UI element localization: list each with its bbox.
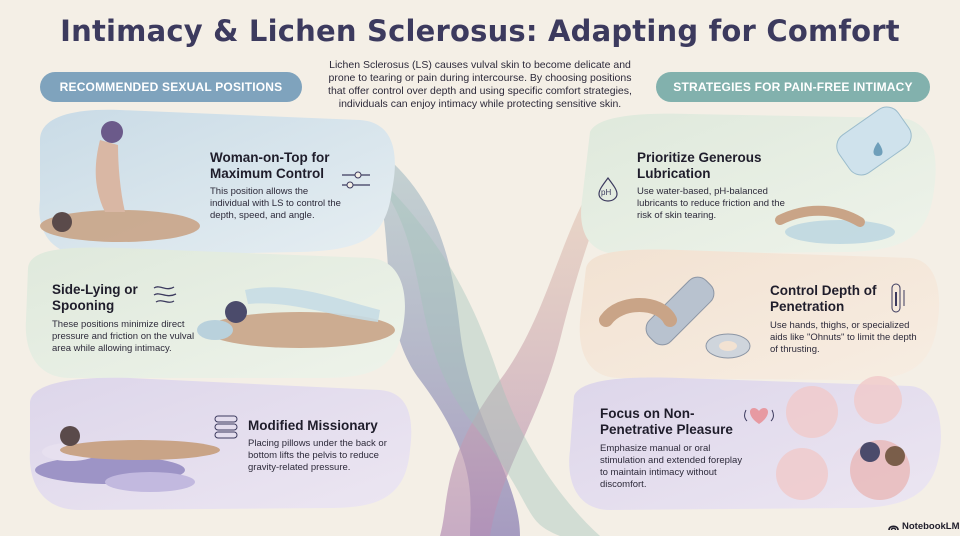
lubricant-bottle-illustration <box>775 106 912 244</box>
ph-label: pH <box>601 188 612 197</box>
heart-icon <box>744 408 774 424</box>
depth-aid-illustration <box>599 276 751 359</box>
position-title-side-lying: Side-Lying or Spooning <box>52 282 138 313</box>
couple-illustration-2 <box>197 287 395 348</box>
strategy-title-non-penetrative: Focus on Non-Penetrative Pleasure <box>600 406 733 437</box>
strategy-text-non-penetrative: Emphasize manual or oral stimulation and… <box>600 443 743 490</box>
notebooklm-logo-icon <box>888 525 899 531</box>
page-title: Intimacy & Lichen Sclerosus: Adapting fo… <box>60 14 900 48</box>
intro-paragraph: Lichen Sclerosus (LS) causes vulval skin… <box>328 59 632 110</box>
position-title-modified-missionary: Modified Missionary <box>248 418 378 433</box>
position-text-side-lying: These positions minimize direct pressure… <box>52 319 195 354</box>
position-text-woman-on-top: This position allows the individual with… <box>210 186 341 221</box>
couple-illustration-3 <box>35 426 220 492</box>
couple-illustration-1 <box>40 121 200 242</box>
position-text-modified-missionary: Placing pillows under the back or bottom… <box>248 438 387 473</box>
wind-icon <box>153 286 177 303</box>
ph-drop-icon: pH <box>596 176 620 202</box>
strategy-text-depth: Use hands, thighs, or specialized aids l… <box>770 320 917 355</box>
strategy-text-lubrication: Use water-based, pH-balanced lubricants … <box>637 186 785 221</box>
hands-hearts-illustration <box>776 376 910 500</box>
left-section-header: RECOMMENDED SEXUAL POSITIONS <box>40 72 302 102</box>
depth-gauge-icon <box>891 283 905 313</box>
brand-label: NotebookLM <box>902 521 960 532</box>
sliders-icon <box>342 171 370 189</box>
brand-mark: NotebookLM <box>888 521 960 532</box>
strategy-title-depth: Control Depth of Penetration <box>770 283 877 314</box>
strategy-title-lubrication: Prioritize Generous Lubrication <box>637 150 762 181</box>
position-title-woman-on-top: Woman-on-Top for Maximum Control <box>210 150 330 181</box>
pillow-stack-icon <box>214 415 238 439</box>
right-section-header: STRATEGIES FOR PAIN-FREE INTIMACY <box>656 72 930 102</box>
